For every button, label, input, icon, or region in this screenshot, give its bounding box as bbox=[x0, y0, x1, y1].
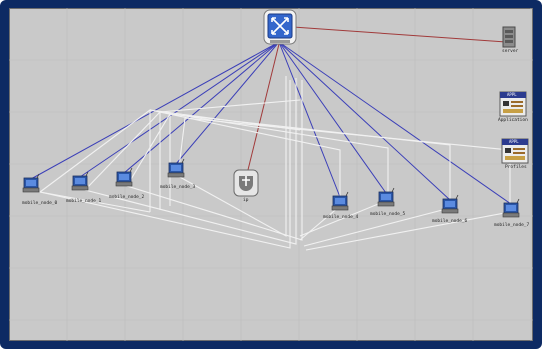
label-server: server bbox=[502, 49, 519, 54]
wireless-link bbox=[79, 41, 280, 178]
wireless-link bbox=[278, 41, 451, 201]
wired-links bbox=[245, 26, 507, 179]
wireless-link bbox=[278, 41, 387, 194]
badge-profiles: APPL bbox=[509, 139, 519, 144]
router-icon bbox=[239, 176, 253, 191]
mobile-node[interactable] bbox=[377, 187, 395, 207]
wireless-link bbox=[123, 41, 280, 174]
mobile-node[interactable] bbox=[71, 171, 89, 191]
mobile-node[interactable] bbox=[331, 191, 349, 211]
wireless-access-point-icon bbox=[271, 17, 289, 35]
laptop-icon bbox=[377, 187, 395, 207]
label-mobile-node: mobile_node_7 bbox=[494, 223, 530, 228]
mobile-node[interactable] bbox=[441, 194, 459, 214]
label-mobile-node: mobile_node_2 bbox=[109, 195, 145, 200]
laptop-icon bbox=[502, 198, 520, 218]
laptop-icon bbox=[71, 171, 89, 191]
wireless-links bbox=[30, 41, 512, 205]
network-canvas[interactable] bbox=[9, 8, 533, 341]
profile-definition-node[interactable] bbox=[501, 138, 529, 164]
link-hub-router bbox=[245, 43, 280, 179]
mobile-node[interactable] bbox=[502, 198, 520, 218]
laptop-icon bbox=[22, 173, 40, 193]
laptop-icon bbox=[441, 194, 459, 214]
router-node[interactable] bbox=[233, 169, 259, 197]
label-mobile-node: mobile_node_0 bbox=[22, 201, 58, 206]
application-definition-node[interactable] bbox=[499, 91, 527, 117]
label-mobile-node: mobile_node_5 bbox=[370, 212, 406, 217]
label-mobile-node: mobile_node_1 bbox=[66, 199, 102, 204]
label-router: ip bbox=[243, 198, 249, 203]
label-mobile-node: mobile_node_3 bbox=[160, 185, 196, 190]
laptop-icon bbox=[331, 191, 349, 211]
badge-application: APPL bbox=[507, 92, 517, 97]
mobile-node[interactable] bbox=[22, 173, 40, 193]
label-mobile-node: mobile_node_6 bbox=[432, 219, 468, 224]
profile-definition-icon bbox=[505, 148, 525, 160]
wireless-link bbox=[175, 41, 280, 165]
link-hub-server bbox=[292, 26, 507, 43]
laptop-icon bbox=[115, 167, 133, 187]
application-definition-icon bbox=[503, 101, 523, 113]
label-mobile-node: mobile_node_4 bbox=[323, 215, 359, 220]
mobile-nodes bbox=[22, 158, 520, 218]
mobile-node[interactable] bbox=[115, 167, 133, 187]
server-icon bbox=[505, 30, 513, 43]
mobile-node[interactable] bbox=[167, 158, 185, 178]
label-application: Application bbox=[498, 118, 528, 123]
wireless-link bbox=[278, 41, 341, 198]
server-node[interactable] bbox=[502, 26, 516, 48]
grid bbox=[9, 8, 533, 341]
hub-node[interactable] bbox=[263, 9, 297, 45]
wireless-link bbox=[278, 41, 512, 205]
laptop-icon bbox=[167, 158, 185, 178]
label-profiles: Profiles bbox=[505, 165, 527, 170]
